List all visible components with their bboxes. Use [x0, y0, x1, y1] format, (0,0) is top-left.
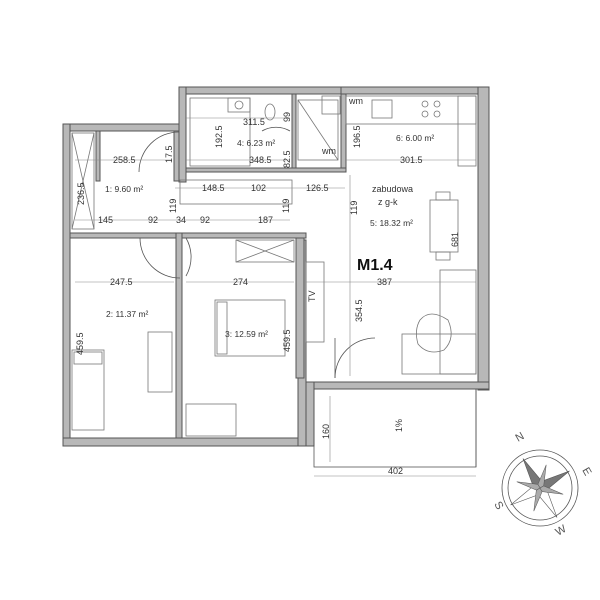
dim-82-5: 82.5	[282, 150, 292, 168]
dimension-values: 258.5 17.5 236.5 311.5 99 192.5 348.5 82…	[75, 112, 460, 476]
compass-rose: N E S W	[491, 430, 593, 538]
dim-387: 387	[377, 277, 392, 287]
room-5-label: 5: 18.32 m²	[370, 218, 413, 228]
dim-99: 99	[282, 112, 292, 122]
annotations: zabudowa z g-k TV wm wm M1.4	[307, 96, 413, 302]
dim-348-5: 348.5	[249, 155, 272, 165]
dim-119-b: 119	[281, 199, 291, 213]
compass-w: W	[554, 523, 570, 539]
compass-n: N	[514, 430, 527, 444]
dim-126-5: 126.5	[306, 183, 329, 193]
dim-148-5: 148.5	[202, 183, 225, 193]
dim-145: 145	[98, 215, 113, 225]
dim-247-5: 247.5	[110, 277, 133, 287]
balcony-slope-label: 1%	[394, 419, 404, 432]
wm-label-2: wm	[321, 146, 336, 156]
dim-301-5: 301.5	[400, 155, 423, 165]
dim-119-c: 119	[349, 201, 359, 215]
dim-681: 681	[450, 232, 460, 247]
zabudowa-sub-label: z g-k	[378, 197, 398, 207]
dim-196-5: 196.5	[352, 125, 362, 148]
furniture	[71, 95, 477, 437]
dim-274: 274	[233, 277, 248, 287]
wm-label-1: wm	[348, 96, 363, 106]
dimension-lines	[75, 117, 476, 477]
dim-160: 160	[321, 424, 331, 439]
room-4-label: 4: 6.23 m²	[237, 138, 275, 148]
compass-s: S	[491, 500, 505, 512]
balcony: 1%	[313, 388, 477, 468]
dim-459-5-a: 459.5	[75, 332, 85, 355]
dim-354-5: 354.5	[354, 299, 364, 322]
dim-192-5: 192.5	[214, 125, 224, 148]
dim-402: 402	[388, 466, 403, 476]
tv-label: TV	[307, 290, 317, 302]
dim-102: 102	[251, 183, 266, 193]
dim-34: 34	[176, 215, 186, 225]
dim-459-5-b: 459.5	[282, 329, 292, 352]
zabudowa-label: zabudowa	[372, 184, 413, 194]
dim-119-a: 119	[168, 199, 178, 213]
room-3-label: 3: 12.59 m²	[225, 329, 268, 339]
dim-17-5: 17.5	[164, 145, 174, 163]
dim-236-5: 236.5	[76, 182, 86, 205]
room-6-label: 6: 6.00 m²	[396, 133, 434, 143]
doors	[138, 126, 376, 379]
room-labels: 1: 9.60 m² 2: 11.37 m² 3: 12.59 m² 4: 6.…	[105, 133, 434, 339]
room-2-label: 2: 11.37 m²	[106, 309, 149, 319]
dim-187: 187	[258, 215, 273, 225]
dim-92-b: 92	[200, 215, 210, 225]
compass-e: E	[579, 466, 593, 478]
inner-walls	[69, 93, 347, 439]
dim-92-a: 92	[148, 215, 158, 225]
dim-311-5: 311.5	[243, 117, 265, 127]
dim-258-5: 258.5	[113, 155, 136, 165]
room-1-label: 1: 9.60 m²	[105, 184, 143, 194]
unit-code: M1.4	[357, 257, 393, 274]
